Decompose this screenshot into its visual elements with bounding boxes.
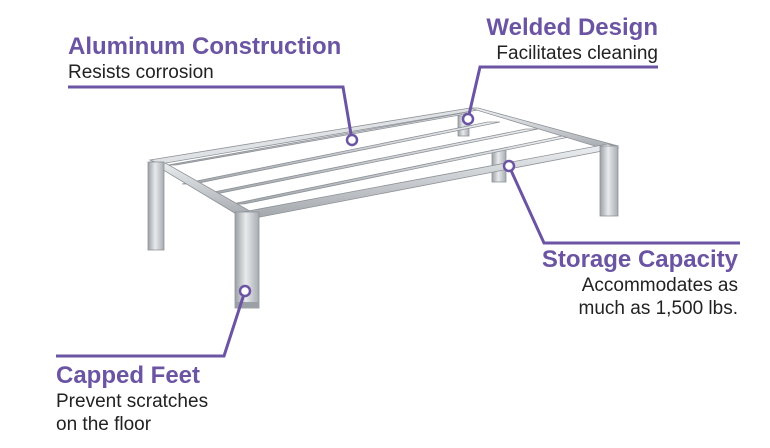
- callout-title: Welded Design: [486, 14, 658, 41]
- callout-title: Aluminum Construction: [68, 33, 342, 60]
- rack-leg-front-left-back: [147, 161, 165, 251]
- leader-line-welded: [466, 65, 658, 120]
- leader-dot-aluminum: [345, 133, 359, 147]
- callout-description-line-1: Accommodates as: [581, 275, 738, 296]
- leader-line-aluminum: [68, 85, 354, 141]
- callout-capped-feet: Capped Feet Prevent scratches on the flo…: [56, 362, 208, 436]
- callout-title: Storage Capacity: [541, 246, 738, 273]
- callout-aluminum-construction: Aluminum Construction Resists corrosion: [68, 33, 341, 84]
- callout-title: Capped Feet: [56, 362, 201, 389]
- leader-dot-feet: [238, 284, 252, 298]
- callout-description-line-1: Prevent scratches: [56, 391, 209, 412]
- callout-description-line-2: much as 1,500 lbs.: [578, 298, 738, 319]
- callout-description: Facilitates cleaning: [496, 43, 658, 64]
- rack-rail-right: [469, 107, 620, 151]
- callout-welded-design: Welded Design Facilitates cleaning: [486, 14, 658, 65]
- rack-foot-cap: [235, 302, 259, 308]
- leader-line-feet: [56, 290, 247, 358]
- rack-slat: [167, 112, 472, 166]
- leader-dot-storage: [502, 159, 516, 173]
- callout-description: Resists corrosion: [68, 62, 214, 83]
- callout-storage-capacity: Storage Capacity Accommodates as much as…: [542, 246, 738, 320]
- leader-line-storage: [507, 165, 740, 245]
- rack-leg-front-right: [599, 145, 619, 217]
- leader-dot-welded: [461, 112, 475, 126]
- callout-description-line-2: on the floor: [56, 414, 152, 435]
